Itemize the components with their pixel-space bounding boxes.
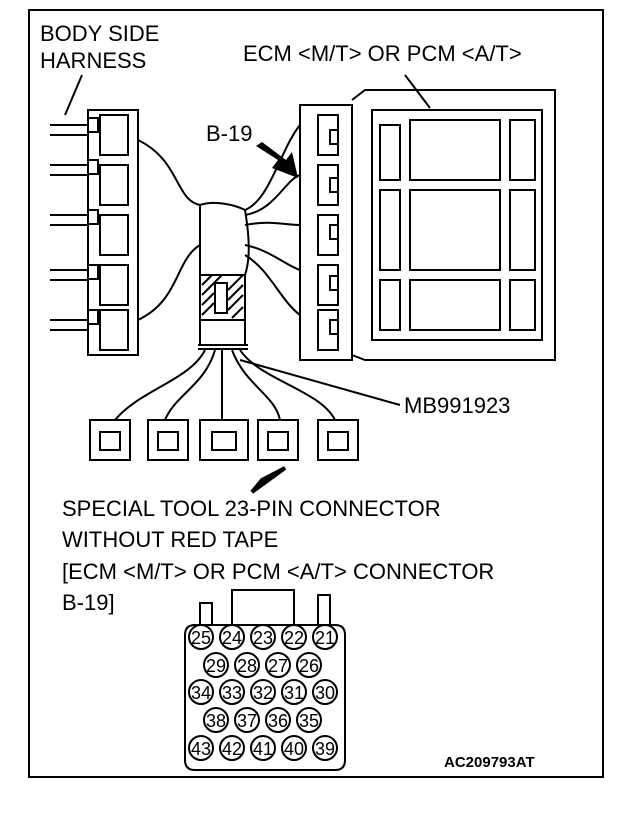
body-side-label-line1: BODY SIDE <box>40 21 160 46</box>
pin-label: 28 <box>237 656 257 676</box>
special-tool-line1: SPECIAL TOOL 23-PIN CONNECTOR <box>62 496 441 521</box>
pin-label: 33 <box>222 683 242 703</box>
b19-label: B-19 <box>206 121 253 146</box>
pin-label: 35 <box>299 711 319 731</box>
pin-label: 40 <box>284 739 304 759</box>
pin-label: 38 <box>206 711 226 731</box>
pin-label: 21 <box>315 628 335 648</box>
pin-label: 22 <box>284 628 304 648</box>
pin-label: 42 <box>222 739 242 759</box>
b19-arrow-icon <box>256 142 298 178</box>
pin-label: 41 <box>253 739 273 759</box>
pin-label: 43 <box>191 739 211 759</box>
tool-number-label: MB991923 <box>404 393 511 418</box>
pin-label: 29 <box>206 656 226 676</box>
ecm-label: ECM <M/T> OR PCM <A/T> <box>243 41 522 66</box>
pin-label: 34 <box>191 683 211 703</box>
pin-label: 24 <box>222 628 242 648</box>
pin-label: 39 <box>315 739 335 759</box>
pin-label: 26 <box>299 656 319 676</box>
pin-label: 37 <box>237 711 257 731</box>
pin-label: 23 <box>253 628 273 648</box>
pin-label: 30 <box>315 683 335 703</box>
figure-frame <box>28 9 604 778</box>
pin-label: 25 <box>191 628 211 648</box>
pin-label: 36 <box>268 711 288 731</box>
special-tool-line3: [ECM <M/T> OR PCM <A/T> CONNECTOR <box>62 559 495 584</box>
pin-label: 32 <box>253 683 273 703</box>
special-tool-line2: WITHOUT RED TAPE <box>62 527 279 552</box>
pin-label: 27 <box>268 656 288 676</box>
pin-label: 31 <box>284 683 304 703</box>
figure-code: AC209793AT <box>444 754 535 771</box>
body-side-label-line2: HARNESS <box>40 48 147 73</box>
tool-arrow-icon <box>250 466 287 494</box>
special-tool-line4: B-19] <box>62 590 115 615</box>
